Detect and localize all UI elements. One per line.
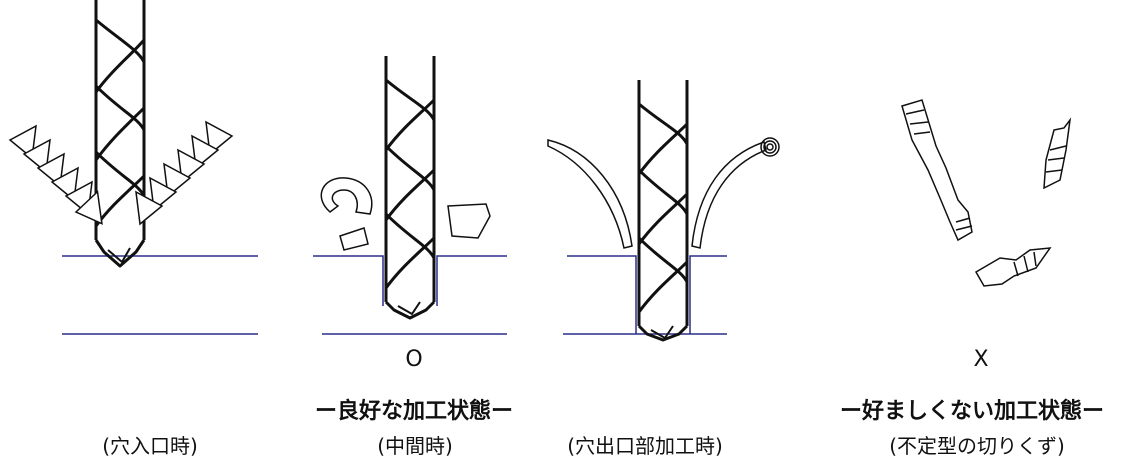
curled-chip-left [320, 177, 373, 251]
drill-bit [637, 80, 689, 342]
panel-irregular [901, 99, 1072, 287]
spiral-chip-left [547, 139, 633, 249]
irregular-chip-small [1043, 117, 1072, 190]
drill-bit [384, 56, 436, 320]
panel-exit [547, 80, 780, 342]
irregular-chip-bottom [974, 247, 1052, 287]
caption-entry: (穴入口時) [102, 434, 198, 458]
triangular-chips-right [135, 121, 233, 225]
triangular-chips-left [9, 125, 107, 231]
caption-irregular: (不定型の切りくず) [889, 434, 1065, 458]
irregular-chip-long [901, 99, 973, 242]
bad-heading: ー好ましくない加工状態ー [839, 399, 1104, 424]
workpiece-surface [313, 255, 507, 306]
caption-middle: (中間時) [377, 434, 453, 458]
spiral-chip-right [691, 137, 780, 249]
drill-bit [94, 0, 146, 268]
panel-entry [9, 0, 258, 335]
caption-exit: (穴出口部加工時) [567, 434, 723, 458]
bad-mark: X [973, 347, 989, 372]
good-mark: O [405, 347, 423, 372]
good-heading: ー良好な加工状態ー [314, 399, 513, 424]
curled-chip-right [447, 203, 491, 239]
panel-middle [313, 56, 507, 335]
workpiece-surface [567, 255, 727, 334]
